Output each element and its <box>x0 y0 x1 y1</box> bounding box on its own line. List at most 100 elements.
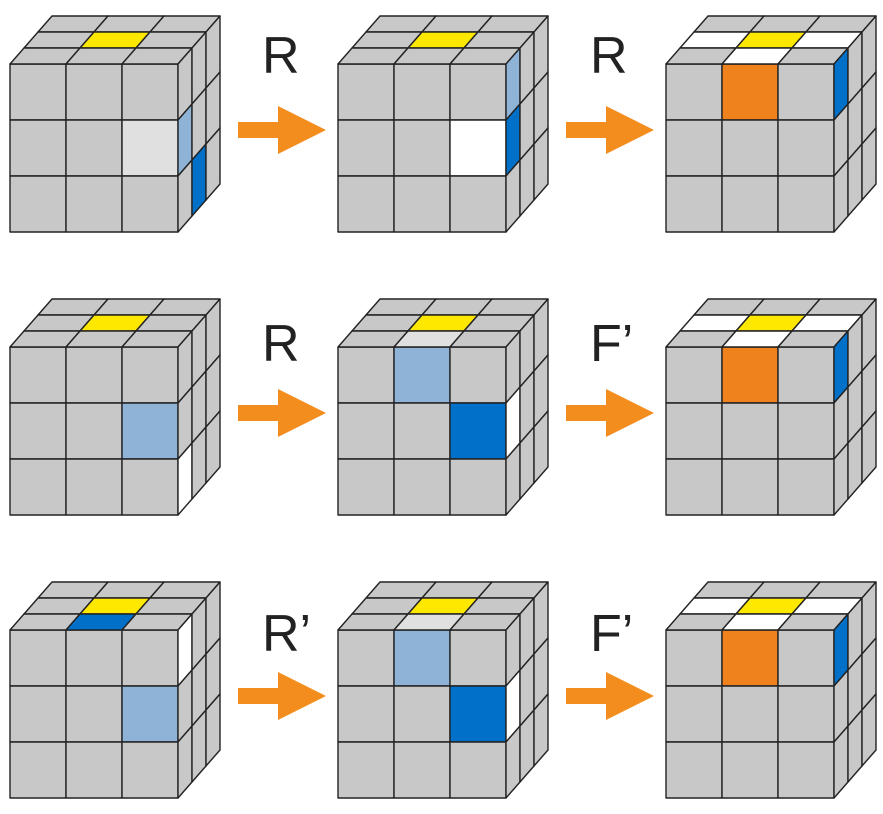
front-sticker <box>721 458 779 516</box>
cube-r1-c1 <box>9 15 221 233</box>
arrow-icon <box>566 106 654 154</box>
front-sticker <box>393 119 451 177</box>
front-sticker <box>449 402 507 460</box>
arrow-icon <box>238 672 326 720</box>
front-sticker <box>777 175 835 233</box>
front-sticker <box>337 63 395 121</box>
front-sticker <box>449 458 507 516</box>
cube-r2-c1 <box>9 298 221 516</box>
front-sticker <box>65 346 123 404</box>
front-sticker <box>449 741 507 799</box>
arrow-icon <box>566 389 654 437</box>
front-sticker <box>9 119 67 177</box>
cube-r2-c3 <box>665 298 877 516</box>
front-sticker <box>449 346 507 404</box>
front-sticker <box>9 402 67 460</box>
front-sticker <box>121 402 179 460</box>
front-sticker <box>9 458 67 516</box>
front-sticker <box>665 685 723 743</box>
move-label-row2-b: F’ <box>590 315 634 373</box>
front-sticker <box>721 741 779 799</box>
right-sticker <box>533 127 549 201</box>
front-sticker <box>121 119 179 177</box>
front-sticker <box>9 685 67 743</box>
front-sticker <box>393 685 451 743</box>
arrow-icon <box>238 389 326 437</box>
right-sticker <box>205 693 221 767</box>
front-sticker <box>393 402 451 460</box>
front-sticker <box>65 63 123 121</box>
front-sticker <box>721 175 779 233</box>
front-sticker <box>337 175 395 233</box>
front-sticker <box>665 402 723 460</box>
front-sticker <box>393 346 451 404</box>
front-sticker <box>777 629 835 687</box>
move-label-row3-b: F’ <box>590 605 634 663</box>
front-sticker <box>721 685 779 743</box>
front-sticker <box>777 685 835 743</box>
cube-r2-c2 <box>337 298 549 516</box>
front-sticker <box>121 685 179 743</box>
front-sticker <box>665 346 723 404</box>
front-sticker <box>337 685 395 743</box>
right-sticker <box>533 410 549 484</box>
front-sticker <box>9 63 67 121</box>
move-label-row1-a: R <box>262 27 300 85</box>
front-sticker <box>121 458 179 516</box>
front-sticker <box>65 685 123 743</box>
front-sticker <box>777 402 835 460</box>
front-sticker <box>121 175 179 233</box>
front-sticker <box>121 346 179 404</box>
right-sticker <box>861 127 877 201</box>
cube-r3-c3 <box>665 581 877 799</box>
arrow-icon <box>566 672 654 720</box>
front-sticker <box>721 63 779 121</box>
front-sticker <box>721 119 779 177</box>
front-sticker <box>393 175 451 233</box>
cube-r1-c3 <box>665 15 877 233</box>
front-sticker <box>449 685 507 743</box>
front-sticker <box>449 63 507 121</box>
front-sticker <box>121 741 179 799</box>
front-sticker <box>665 458 723 516</box>
front-sticker <box>665 175 723 233</box>
front-sticker <box>393 741 451 799</box>
front-sticker <box>393 63 451 121</box>
front-sticker <box>721 629 779 687</box>
front-sticker <box>721 346 779 404</box>
cube-r3-c2 <box>337 581 549 799</box>
front-sticker <box>65 175 123 233</box>
front-sticker <box>665 629 723 687</box>
front-sticker <box>665 741 723 799</box>
move-label-row2-a: R <box>262 315 300 373</box>
front-sticker <box>665 63 723 121</box>
front-sticker <box>121 63 179 121</box>
front-sticker <box>9 741 67 799</box>
front-sticker <box>449 629 507 687</box>
front-sticker <box>337 402 395 460</box>
move-label-row1-b: R <box>590 27 628 85</box>
cube-r3-c1 <box>9 581 221 799</box>
front-sticker <box>65 741 123 799</box>
front-sticker <box>393 458 451 516</box>
right-sticker <box>533 693 549 767</box>
front-sticker <box>777 346 835 404</box>
front-sticker <box>721 402 779 460</box>
front-sticker <box>777 458 835 516</box>
right-sticker <box>861 693 877 767</box>
right-sticker <box>861 410 877 484</box>
front-sticker <box>65 119 123 177</box>
right-sticker <box>205 127 221 201</box>
front-sticker <box>777 119 835 177</box>
front-sticker <box>777 741 835 799</box>
front-sticker <box>65 402 123 460</box>
front-sticker <box>337 119 395 177</box>
front-sticker <box>65 629 123 687</box>
front-sticker <box>777 63 835 121</box>
right-sticker <box>205 410 221 484</box>
front-sticker <box>9 346 67 404</box>
front-sticker <box>393 629 451 687</box>
front-sticker <box>9 175 67 233</box>
